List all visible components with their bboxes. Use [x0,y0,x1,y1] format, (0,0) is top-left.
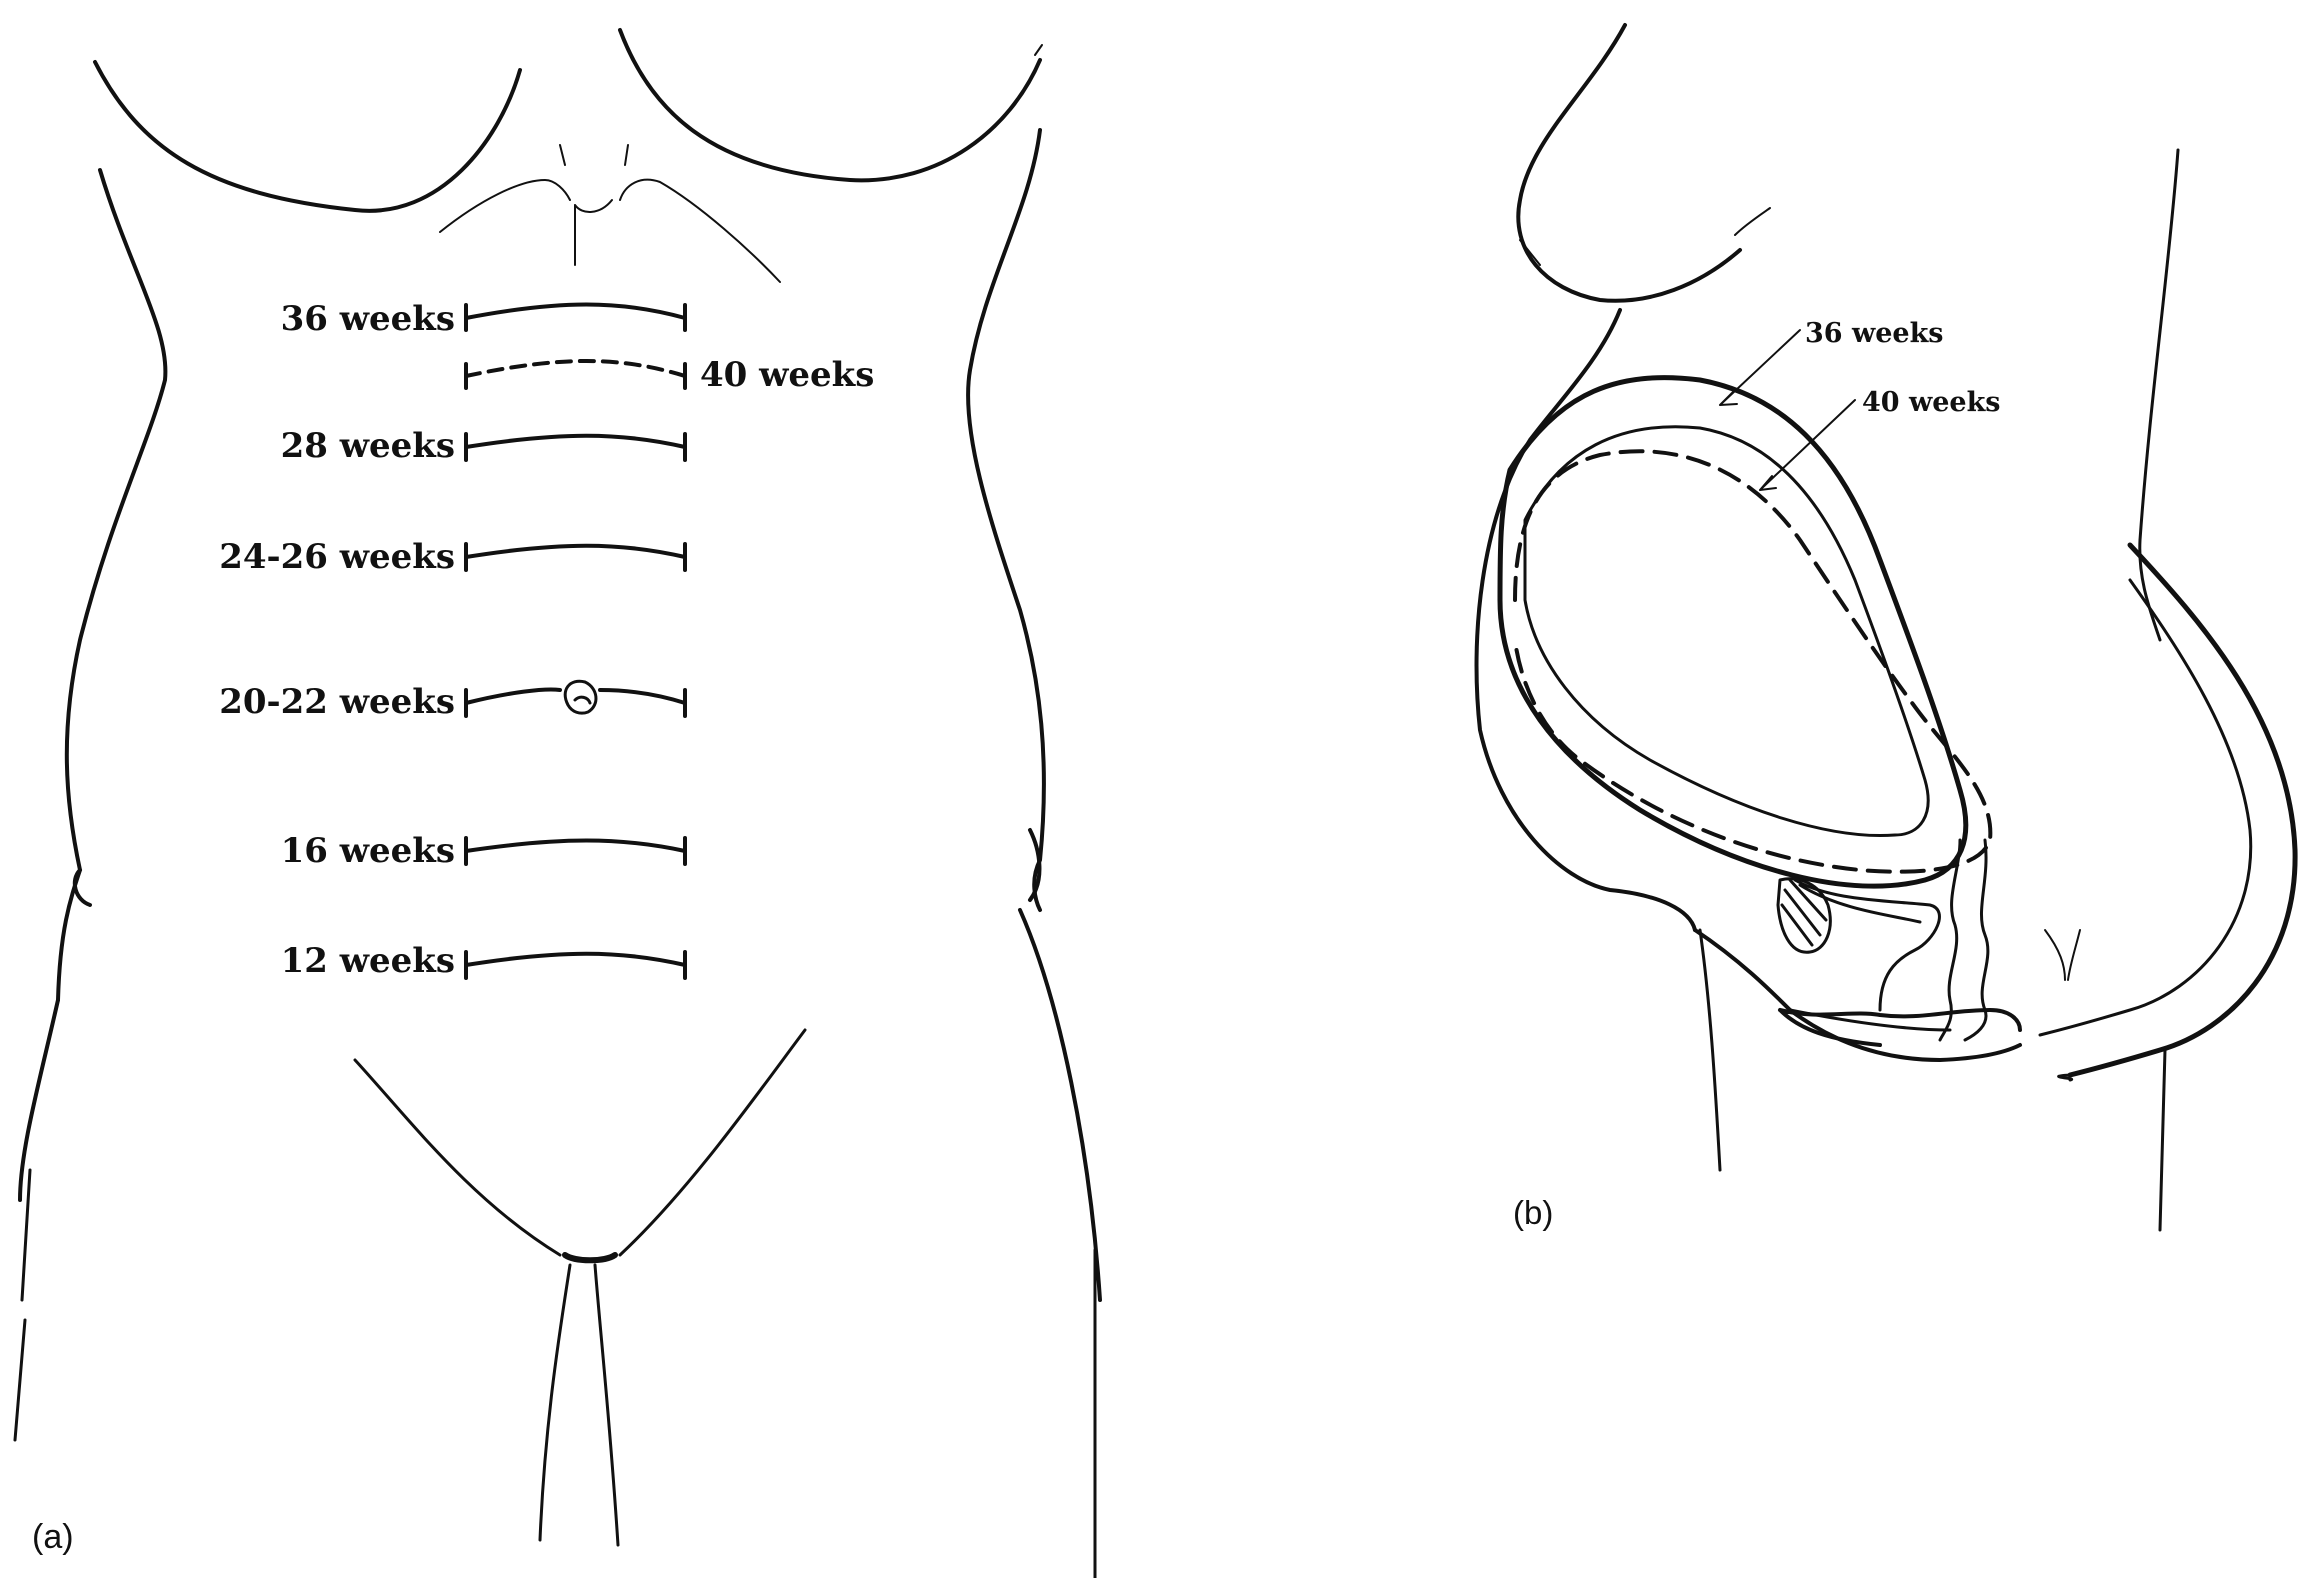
body-outline-shoulders-left [95,62,520,211]
panel-a-figure: 36 weeks 40 weeks 28 weeks 24-26 weeks 2… [15,30,1100,1578]
panel-a-label: (a) [32,1518,74,1556]
belly-outline [1477,310,1695,930]
label-28-weeks: 28 weeks [281,426,455,466]
body-outline-left-hip [20,870,90,1200]
fundal-line-12 [466,952,685,978]
urethra-bladder [1795,880,1939,1010]
fundal-line-36 [466,305,685,331]
label-b-40-weeks: 40 weeks [1862,387,2000,418]
body-outline-right-flank [968,130,1044,910]
inner-thigh-left [540,1265,570,1540]
label-b-36-weeks: 36 weeks [1805,318,1943,349]
breast-outline [1518,25,1740,301]
label-20-22-weeks: 20-22 weeks [219,682,455,722]
sternum-line [560,145,628,265]
fundal-line-24-26 [466,544,685,570]
back-outline [2140,150,2178,640]
uterus-inner-wall [1525,427,1928,836]
anterior-thigh [1700,930,1720,1170]
fundal-level-36-weeks: 36 weeks [281,299,685,339]
fundal-line-40 [466,361,685,376]
fundal-level-20-22-weeks: 20-22 weeks [219,682,685,722]
label-40-weeks: 40 weeks [700,355,874,395]
inguinal-line-right [620,1030,805,1255]
breast-fold-right [620,180,780,282]
body-outline-left-leg [15,1170,30,1440]
fundal-line-16 [466,838,685,864]
body-outline-shoulders-right [620,30,1040,180]
buttock-outline-outer [2070,545,2295,1075]
breast-fold-left [440,180,570,232]
posterior-thigh [2059,1050,2165,1230]
fundal-level-16-weeks: 16 weeks [281,831,685,871]
navel [565,681,596,713]
fundal-level-24-26-weeks: 24-26 weeks [219,537,685,577]
pubic-junction [565,1255,615,1260]
label-16-weeks: 16 weeks [281,831,455,871]
panel-b-figure: 36 weeks 40 weeks (b) [1477,25,2296,1231]
fundal-level-40-weeks: 40 weeks [466,355,874,395]
shoulder-tick [1035,45,1042,55]
uterus-outline-36-weeks [1500,378,1966,887]
inner-thigh-right [595,1265,618,1545]
fundal-level-28-weeks: 28 weeks [281,426,685,466]
panel-b-label: (b) [1513,1194,1553,1231]
label-12-weeks: 12 weeks [281,941,455,981]
anal-marks [2045,930,2080,980]
fundal-level-12-weeks: 12 weeks [281,941,685,981]
inguinal-line-left [355,1060,560,1255]
label-36-weeks: 36 weeks [281,299,455,339]
leader-36-weeks [1720,330,1800,405]
fundal-line-28 [466,434,685,460]
body-outline-right-hip [1020,830,1100,1300]
label-24-26-weeks: 24-26 weeks [219,537,455,577]
